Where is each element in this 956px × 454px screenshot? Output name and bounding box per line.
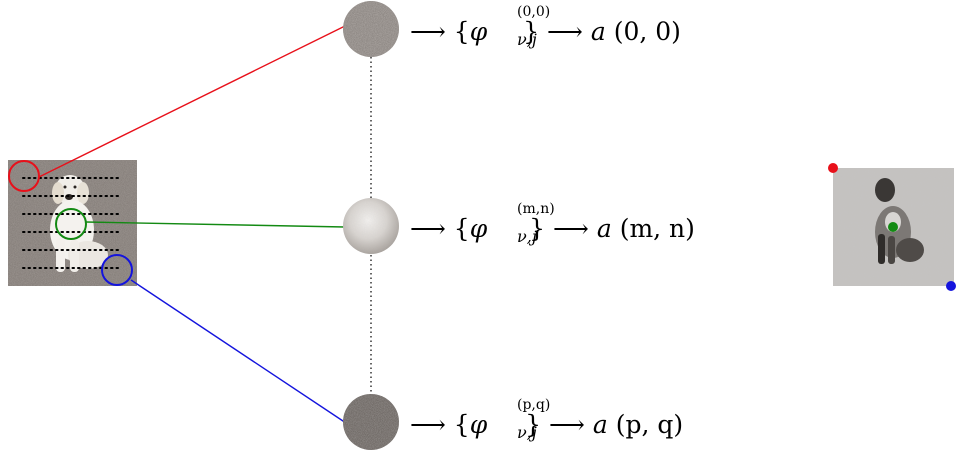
map-dot-blue xyxy=(946,281,956,291)
result-variable: a xyxy=(592,410,608,439)
connector-green xyxy=(85,221,346,228)
formula-row-top: ⟶ {φ (0,0) ν,j } ⟶ a (0, 0) xyxy=(410,5,681,48)
phi-symbol: φ xyxy=(469,410,488,439)
arrow-icon: ⟶ xyxy=(410,410,446,439)
superscript-index: (m,n) xyxy=(517,201,555,217)
arrow-icon: ⟶ xyxy=(553,214,589,243)
result-arguments: (0, 0) xyxy=(613,17,681,46)
superscript-index: (p,q) xyxy=(517,397,551,413)
result-variable: a xyxy=(596,214,612,243)
close-brace: } xyxy=(525,410,542,439)
open-brace: { xyxy=(453,410,470,439)
map-dot-red xyxy=(828,163,838,173)
phi-symbol: φ xyxy=(469,17,488,46)
arrow-icon: ⟶ xyxy=(410,214,446,243)
connector-blue xyxy=(130,279,347,424)
result-arguments: (m, n) xyxy=(619,214,695,243)
connector-red xyxy=(38,25,346,178)
close-brace: } xyxy=(529,214,546,243)
patch-circle-green xyxy=(55,208,87,240)
patch-middle xyxy=(343,198,399,254)
arrow-icon: ⟶ xyxy=(547,17,583,46)
result-variable: a xyxy=(590,17,606,46)
formula-row-bottom: ⟶ {φ (p,q) ν,j } ⟶ a (p, q) xyxy=(410,398,684,441)
feature-map xyxy=(828,163,956,291)
subscript-index: ν,j xyxy=(517,227,537,246)
open-brace: { xyxy=(453,214,470,243)
subscript-index: ν,j xyxy=(517,30,537,49)
formula-row-middle: ⟶ {φ (m,n) ν,j } ⟶ a (m, n) xyxy=(410,202,695,245)
superscript-index: (0,0) xyxy=(517,4,551,20)
open-brace: { xyxy=(453,17,470,46)
patch-circle-red xyxy=(8,160,40,192)
patch-top xyxy=(343,1,399,57)
result-arguments: (p, q) xyxy=(615,410,684,439)
scan-lines xyxy=(22,177,121,269)
arrow-icon: ⟶ xyxy=(549,410,585,439)
subscript-index: ν,j xyxy=(517,423,537,442)
phi-symbol: φ xyxy=(469,214,488,243)
map-dot-green xyxy=(888,222,898,232)
close-brace: } xyxy=(523,17,540,46)
patch-bottom xyxy=(343,394,399,450)
patch-circle-blue xyxy=(101,254,133,286)
arrow-icon: ⟶ xyxy=(410,17,446,46)
